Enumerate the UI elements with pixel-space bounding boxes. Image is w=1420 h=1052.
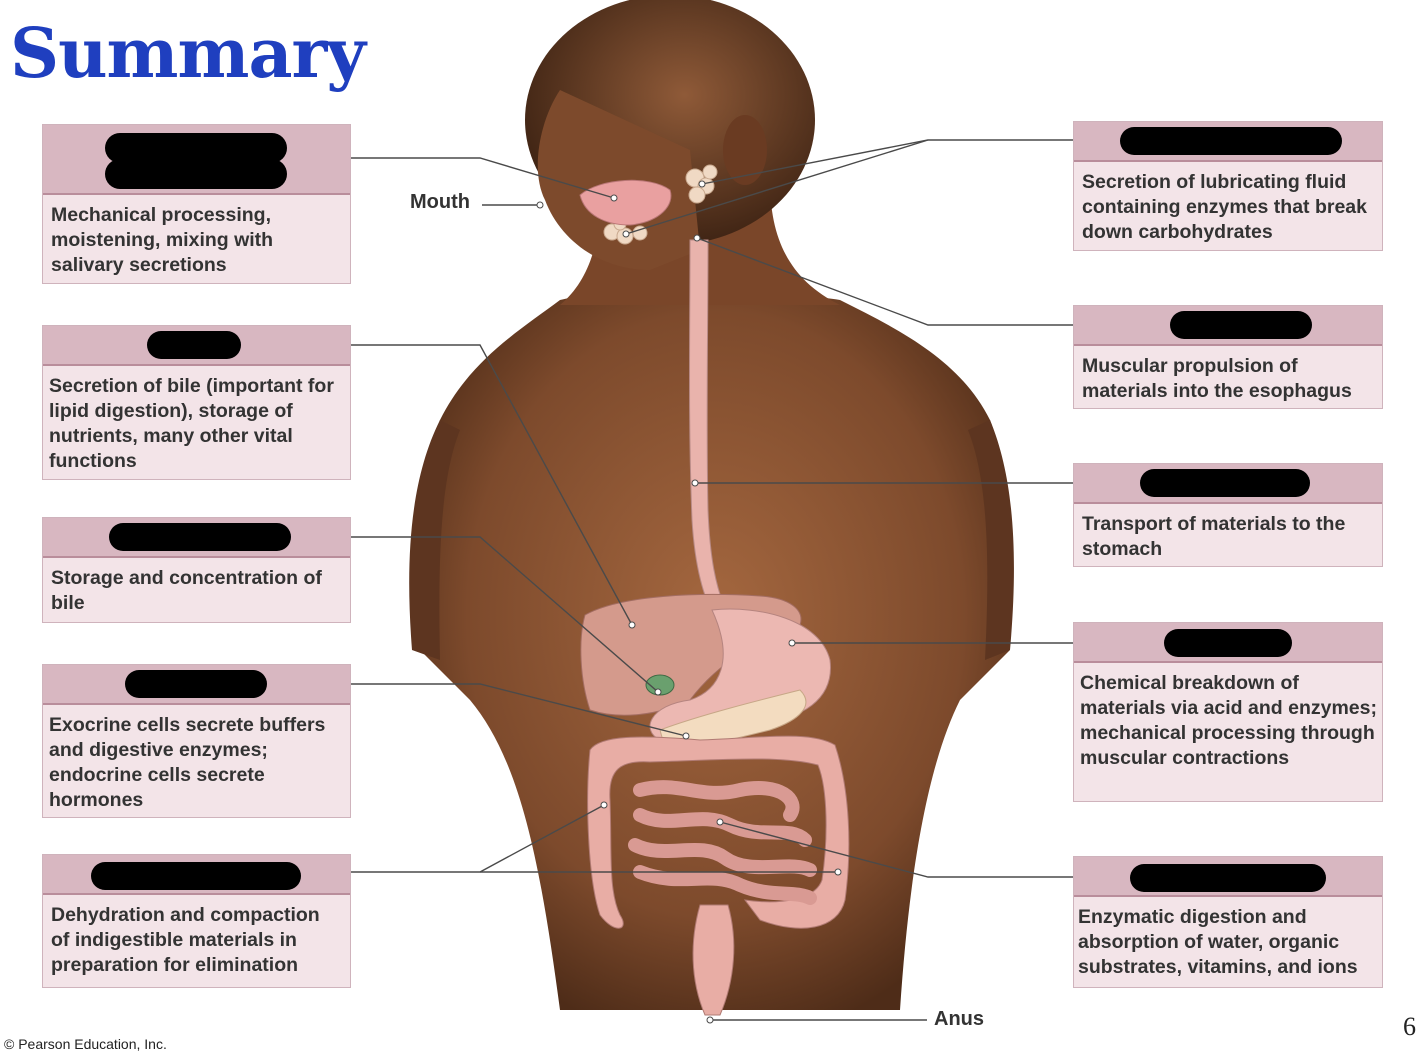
box-description: Secretion of bile (important for lipid d… [49, 375, 334, 472]
salivary-glands-box: Secretion of lubricating fluid containin… [1073, 121, 1383, 251]
right-arm [968, 420, 1014, 660]
redaction-mark [91, 862, 301, 890]
pharynx-box: Muscular propulsion of materials into th… [1073, 305, 1383, 409]
pancreas-box: Exocrine cells secrete buffers and diges… [42, 664, 351, 818]
redaction-mark [125, 670, 267, 698]
rectum [692, 904, 735, 1016]
small-intestine-box: Enzymatic digestion and absorption of wa… [1073, 856, 1383, 988]
box-description: Dehydration and compaction of indigestib… [51, 904, 320, 976]
box-header [43, 518, 350, 558]
box-header [1074, 122, 1382, 162]
redaction-mark [1140, 469, 1310, 497]
box-header [43, 665, 350, 705]
face [537, 90, 700, 270]
oral-cavity-box: Mechanical processing, moistening, mixin… [42, 124, 351, 284]
ear [723, 115, 767, 185]
esophagus-box: Transport of materials to the stomach [1073, 463, 1383, 567]
redaction-mark [1164, 629, 1292, 657]
box-header [43, 855, 350, 895]
box-description: Exocrine cells secrete buffers and diges… [49, 714, 326, 811]
oral-cavity [579, 179, 672, 226]
redaction-mark [109, 523, 291, 551]
liver-box: Secretion of bile (important for lipid d… [42, 325, 351, 480]
redaction-mark [1130, 864, 1326, 892]
box-description: Mechanical processing, moistening, mixin… [51, 204, 274, 276]
box-header [1074, 623, 1382, 663]
redaction-mark [105, 159, 287, 189]
box-header [1074, 857, 1382, 897]
box-description: Transport of materials to the stomach [1082, 513, 1346, 560]
gallbladder-box: Storage and concentration of bile [42, 517, 351, 623]
leader-dots [536, 180, 842, 1024]
gallbladder [645, 674, 675, 696]
redaction-mark [147, 331, 241, 359]
leader-lines [350, 139, 1074, 1021]
box-description: Chemical breakdown of materials via acid… [1080, 672, 1377, 769]
stomach-box: Chemical breakdown of materials via acid… [1073, 622, 1383, 802]
large-intestine [587, 735, 850, 929]
left-arm [409, 420, 460, 660]
anus-label: Anus [934, 1008, 984, 1030]
box-description: Storage and concentration of bile [51, 567, 322, 614]
page-title: Summary [10, 14, 366, 94]
mouth-label: Mouth [410, 191, 470, 213]
box-description: Secretion of lubricating fluid containin… [1082, 171, 1367, 243]
page-number: 6 [1403, 1012, 1416, 1041]
box-header [43, 125, 350, 195]
large-intestine-box: Dehydration and compaction of indigestib… [42, 854, 351, 988]
box-header [1074, 306, 1382, 346]
redaction-mark [105, 133, 287, 163]
copyright-text: © Pearson Education, Inc. [4, 1036, 167, 1052]
box-header [43, 326, 350, 366]
box-description: Enzymatic digestion and absorption of wa… [1078, 906, 1358, 978]
redaction-mark [1170, 311, 1312, 339]
redaction-mark [1120, 127, 1342, 155]
box-description: Muscular propulsion of materials into th… [1082, 355, 1352, 402]
box-header [1074, 464, 1382, 504]
